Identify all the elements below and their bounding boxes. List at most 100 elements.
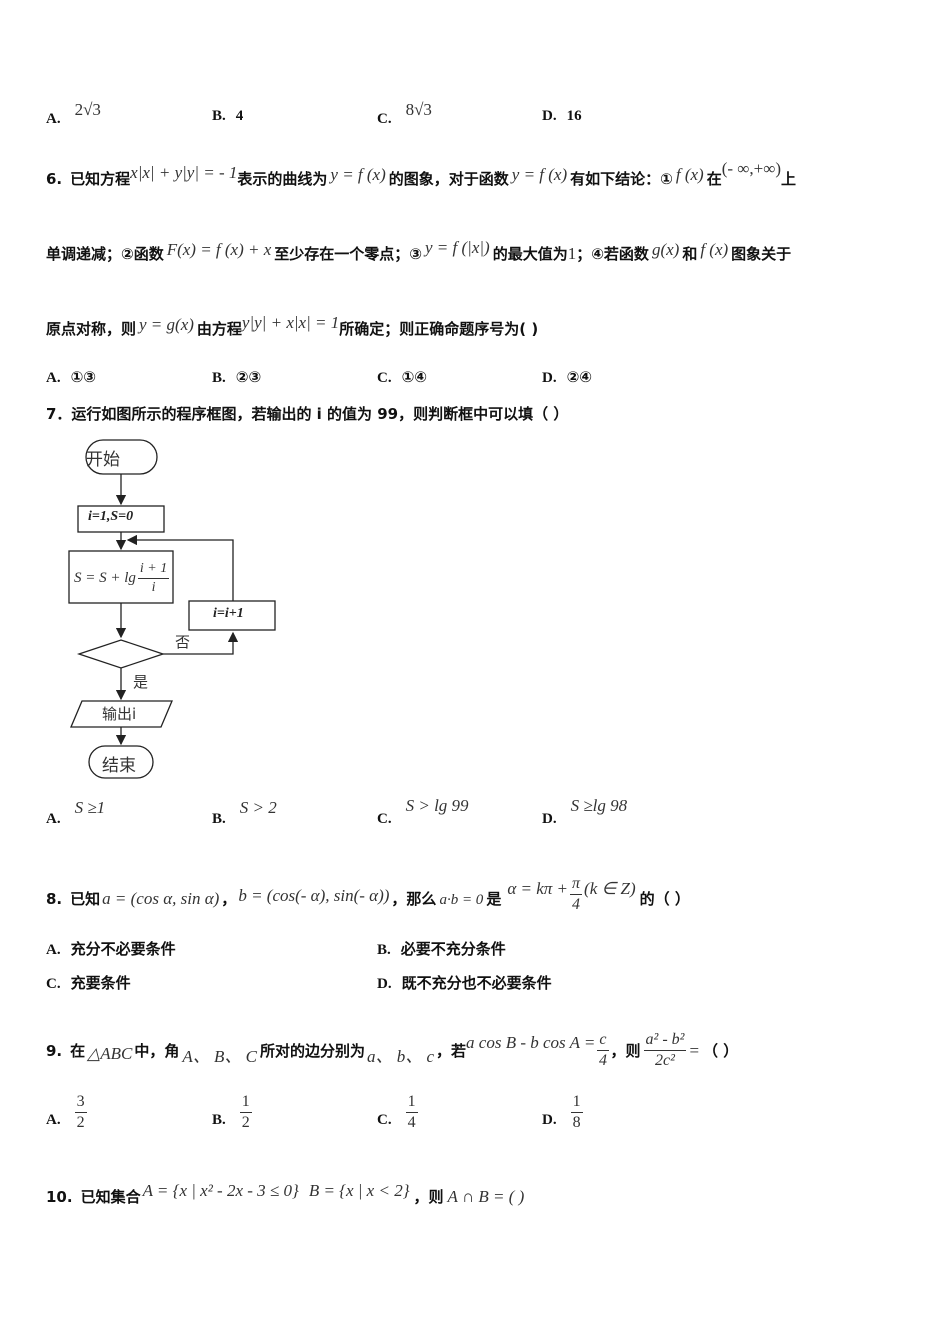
option-label: C. [377, 370, 392, 386]
q8-option-a[interactable]: A. 充分不必要条件 [46, 938, 176, 959]
q7-option-a[interactable]: A. S ≥1 [46, 798, 105, 828]
q6-option-d[interactable]: D. ②④ [542, 368, 592, 387]
option-fraction: 1 4 [405, 1092, 418, 1133]
option-value: 必要不充分条件 [400, 940, 506, 958]
math-equation: y|y| + x|x| = 1 [241, 313, 340, 332]
text: 已知集合 [80, 1188, 141, 1206]
text: 是 [486, 890, 502, 908]
q8-stem: 8. 已知 a = (cos α, sin α) ， b = (cos(- α)… [46, 875, 690, 919]
fraction-denominator: 4 [572, 896, 581, 913]
q5-option-c[interactable]: C. 8√3 [377, 100, 432, 128]
q8-option-d[interactable]: D. 既不充分也不必要条件 [377, 972, 552, 993]
text: 由方程 [196, 320, 242, 338]
option-label: B. [212, 108, 226, 124]
question-number: 8. [46, 889, 63, 908]
option-value: ①③ [70, 368, 96, 386]
flowchart-no-label: 否 [175, 633, 191, 651]
q6-line-2: 单调递减；②函数 F(x) = f (x) + x 至少存在一个零点；③ y =… [46, 238, 791, 264]
math-value: 1 [567, 244, 577, 263]
text: 已知 [70, 890, 101, 908]
option-value: S ≥1 [74, 798, 106, 817]
q6-option-a[interactable]: A. ①③ [46, 368, 96, 387]
q8-option-c[interactable]: C. 充要条件 [46, 972, 131, 993]
question-number: 9. [46, 1041, 63, 1060]
text: 上 [781, 170, 797, 188]
option-value: S > 2 [239, 798, 277, 817]
q9-option-a[interactable]: A. 3 2 [46, 1092, 87, 1133]
text: 和 [682, 245, 698, 263]
option-label: D. [542, 1112, 557, 1128]
option-label: D. [377, 976, 392, 992]
q9-option-c[interactable]: C. 1 4 [377, 1092, 418, 1133]
option-value: ②④ [566, 368, 592, 386]
fraction-numerator: 3 [74, 1092, 87, 1113]
option-fraction: 1 2 [239, 1092, 252, 1133]
option-value: 充分不必要条件 [70, 940, 176, 958]
fraction-denominator: i [151, 580, 156, 595]
math-equation: x|x| + y|y| = - 1 [130, 163, 238, 182]
option-value: 16 [566, 108, 582, 124]
option-label: A. [46, 811, 61, 827]
math-expression: F(x) = f (x) + x [166, 240, 272, 259]
text: ，则 [413, 1188, 444, 1206]
fraction-numerator: i + 1 [137, 560, 170, 579]
flowchart-start-label: 开始 [86, 450, 120, 470]
flowchart-process-label: S = S + lg i + 1 i [74, 560, 170, 597]
q5-option-a[interactable]: A. 2√3 [46, 100, 101, 128]
option-label: B. [212, 370, 226, 386]
flowchart-output-label: 输出i [102, 705, 137, 723]
option-label: A. [46, 370, 61, 386]
q10-stem: 10. 已知集合 A = {x | x² - 2x - 3 ≤ 0} B = {… [46, 1181, 524, 1207]
target-fraction: a² - b² 2c² [643, 1030, 687, 1071]
text: ，则 [610, 1042, 641, 1060]
alpha-condition-lhs: α = kπ + [507, 878, 569, 898]
text: ， [221, 890, 237, 908]
option-label: C. [377, 111, 392, 127]
math-expression: y = f (|x|) [425, 238, 490, 257]
sides-abc: a、 b、 c [366, 1047, 435, 1066]
q7-option-d[interactable]: D. S ≥lg 98 [542, 796, 627, 828]
text: ，那么 [391, 890, 437, 908]
q9-option-b[interactable]: B. 1 2 [212, 1092, 252, 1133]
q5-option-d[interactable]: D. 16 [542, 108, 582, 125]
flowchart-output-parallelogram [70, 700, 173, 728]
fraction-numerator: a² - b² [643, 1030, 687, 1051]
question-number: 10. [46, 1188, 73, 1206]
condition-lhs: a cos B - b cos A = [466, 1032, 596, 1052]
flowchart-increment-label: i=i+1 [213, 606, 244, 621]
fraction-numerator: π [570, 874, 583, 895]
text: ；④若函数 [576, 245, 649, 263]
text: 中，角 [134, 1042, 180, 1060]
option-value: 2√3 [74, 100, 101, 119]
q7-stem: 7．运行如图所示的程序框图，若输出的 i 的值为 99，则判断框中可以填（ ） [46, 405, 569, 423]
flowchart-end-terminal [88, 745, 154, 779]
condition-fraction: c 4 [597, 1030, 609, 1071]
fraction-denominator: 8 [572, 1114, 581, 1131]
q7-option-c[interactable]: C. S > lg 99 [377, 796, 469, 828]
text: 的（ ） [639, 890, 690, 908]
text: 表示的曲线为 [237, 170, 328, 188]
option-value: ①④ [401, 368, 427, 386]
math-expression: y = f (x) [330, 165, 386, 184]
option-value: ②③ [235, 368, 262, 386]
math-expression: g(x) [651, 240, 680, 259]
text: 的最大值为 [492, 245, 568, 263]
q9-option-d[interactable]: D. 1 8 [542, 1092, 583, 1133]
text: ，若 [436, 1042, 467, 1060]
dot-product-condition: a·b = 0 [439, 892, 484, 908]
option-value: 既不充分也不必要条件 [401, 974, 552, 992]
text: 所对的边分别为 [259, 1042, 365, 1060]
fraction-numerator: c [597, 1030, 609, 1051]
fraction-denominator: 2 [241, 1114, 250, 1131]
q6-option-c[interactable]: C. ①④ [377, 368, 427, 387]
q7-option-b[interactable]: B. S > 2 [212, 798, 277, 828]
vector-a: a = (cos α, sin α) [102, 888, 220, 908]
option-label: A. [46, 1112, 61, 1128]
option-value: 充要条件 [70, 974, 131, 992]
q8-option-b[interactable]: B. 必要不充分条件 [377, 938, 506, 959]
q6-option-b[interactable]: B. ②③ [212, 368, 261, 387]
option-value: 4 [235, 108, 244, 124]
option-label: B. [377, 942, 391, 958]
option-label: B. [212, 1112, 226, 1128]
q5-option-b[interactable]: B. 4 [212, 108, 243, 125]
